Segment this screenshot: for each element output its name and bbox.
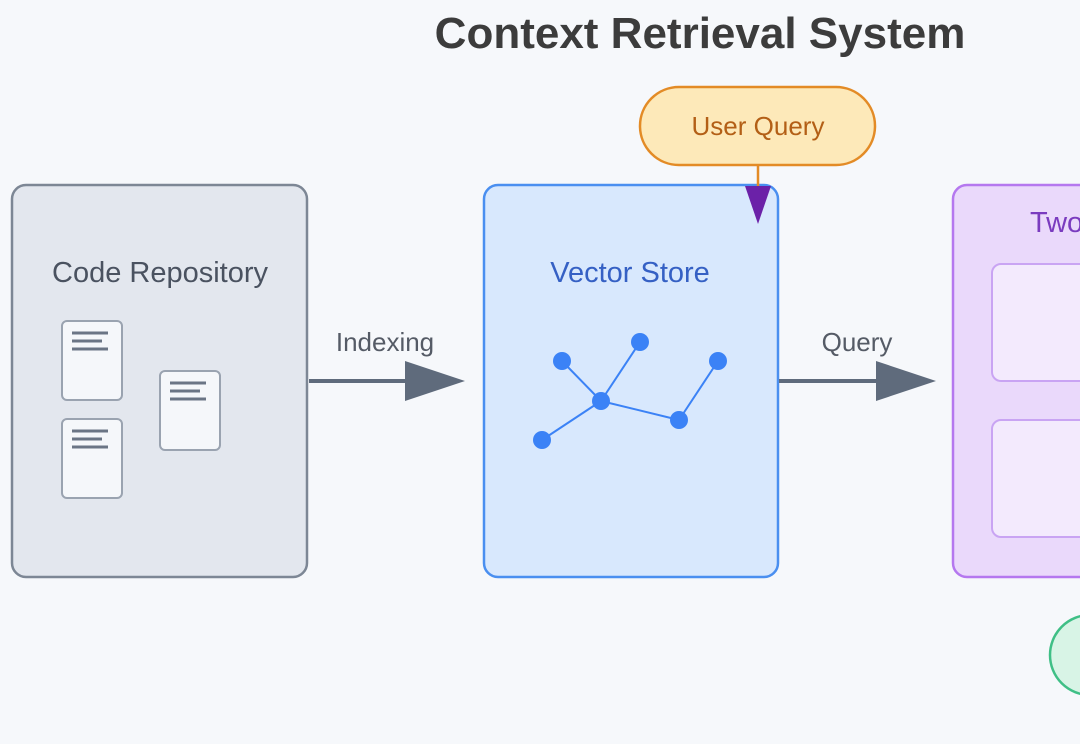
vector-store-label: Vector Store xyxy=(550,257,710,289)
query-edge: Query xyxy=(779,327,936,401)
network-graph-icon xyxy=(533,333,727,449)
arrow-head-icon xyxy=(405,361,465,401)
document-icon xyxy=(61,320,123,401)
indexing-edge: Indexing xyxy=(309,327,465,401)
user-query-node: User Query xyxy=(638,85,877,224)
code-repository-node: Code Repository xyxy=(10,183,309,579)
user-query-label: User Query xyxy=(692,111,825,141)
vector-store-node: Vector Store xyxy=(482,183,780,579)
arrow-head-icon xyxy=(876,361,936,401)
right-panel-section xyxy=(991,263,1080,382)
diagram-title: Context Retrieval System xyxy=(435,9,966,58)
right-panel-label: Two xyxy=(1030,207,1080,239)
pointer-arrow-icon xyxy=(745,186,771,224)
query-label: Query xyxy=(822,327,893,357)
code-repository-label: Code Repository xyxy=(52,257,268,289)
right-panel-section xyxy=(991,419,1080,538)
green-node xyxy=(1048,614,1080,696)
indexing-label: Indexing xyxy=(336,327,434,357)
document-icon xyxy=(159,370,221,451)
right-panel-node: Two xyxy=(951,183,1080,579)
document-icon xyxy=(61,418,123,499)
